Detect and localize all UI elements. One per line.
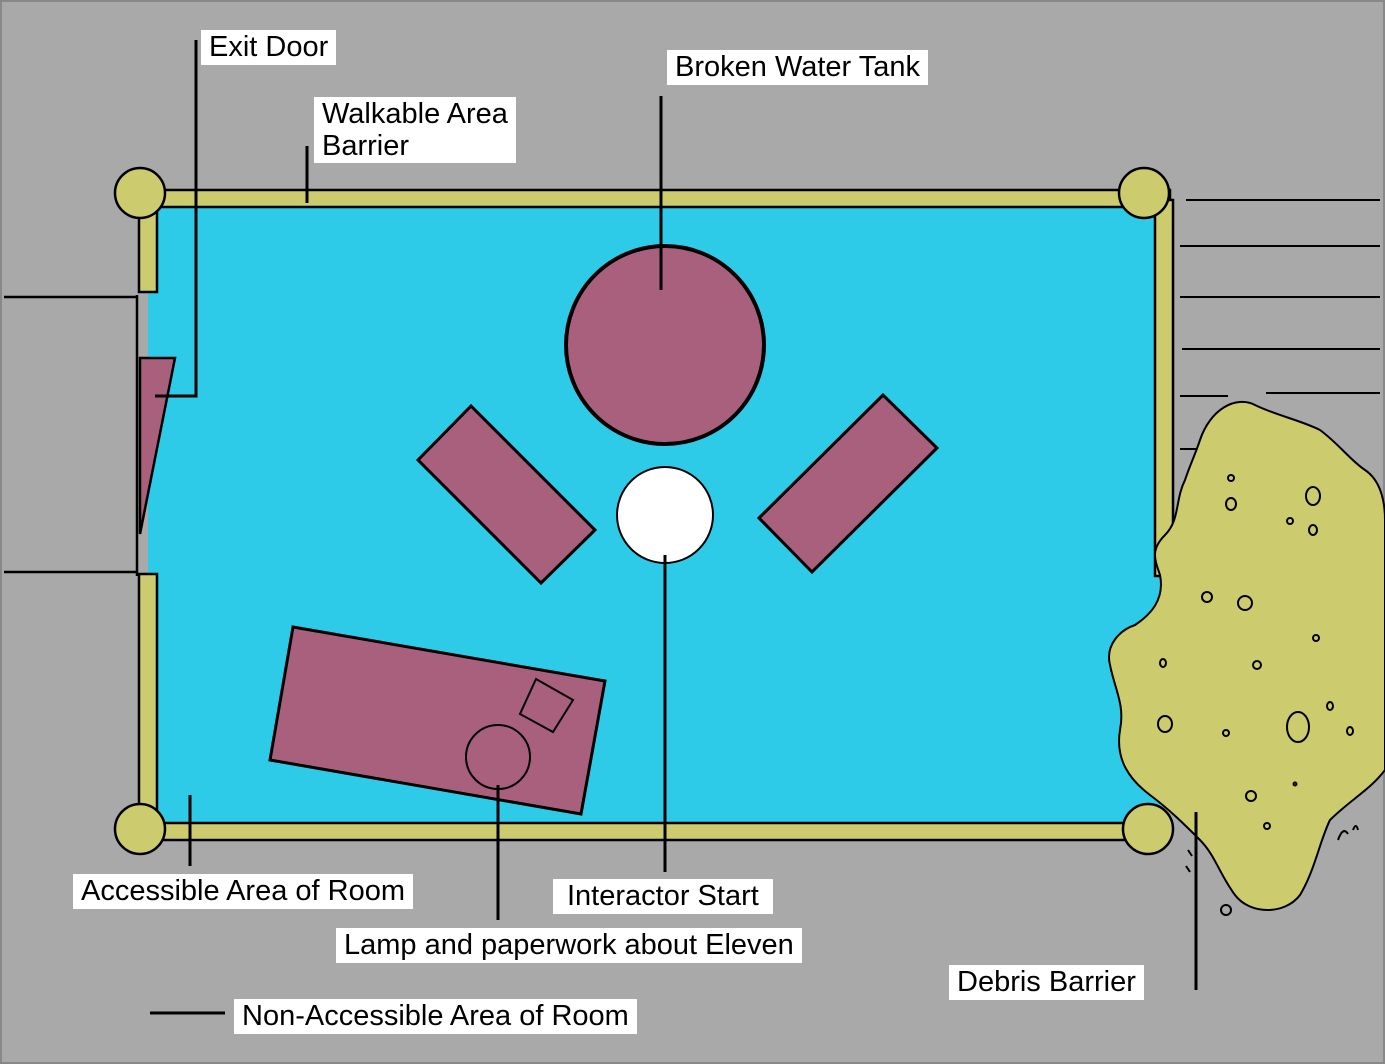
crate-right [756, 392, 940, 575]
corner-pillars [113, 166, 1175, 856]
exit-door [138, 356, 177, 535]
interactor-start-label: Interactor Start [553, 879, 773, 914]
right-exterior-lines [1180, 199, 1380, 450]
debris-barrier-label-text: Debris Barrier [957, 966, 1136, 998]
walkable-barrier-label-line2: Barrier [322, 130, 410, 162]
broken-water-tank-label-text: Broken Water Tank [675, 51, 920, 83]
broken-water-tank-label: Broken Water Tank [667, 50, 928, 85]
debris-rocks [1157, 474, 1359, 916]
broken-water-tank [564, 244, 766, 446]
non-accessible-label-text: Non-Accessible Area of Room [242, 1000, 629, 1032]
walkable-barrier-label: Walkable Area Barrier [314, 97, 516, 163]
accessible-area-label-text: Accessible Area of Room [81, 875, 405, 907]
debris-barrier-label: Debris Barrier [949, 965, 1144, 1000]
exit-door-label: Exit Door [201, 30, 337, 65]
leader-lines [150, 40, 1198, 1015]
desk [268, 625, 607, 816]
accessible-area-label: Accessible Area of Room [73, 874, 413, 909]
interactor-start-marker [616, 466, 714, 564]
exit-door-label-text: Exit Door [209, 31, 329, 63]
non-accessible-label: Non-Accessible Area of Room [234, 999, 637, 1034]
lamp-paperwork-label-text: Lamp and paperwork about Eleven [344, 929, 794, 961]
lamp-paperwork-label: Lamp and paperwork about Eleven [336, 928, 802, 963]
crate-left [415, 403, 598, 586]
left-exterior-lines [4, 295, 139, 576]
interactor-start-label-text: Interactor Start [567, 880, 759, 912]
paperwork [518, 677, 575, 734]
walkable-barrier-label-line1: Walkable Area [322, 98, 508, 130]
